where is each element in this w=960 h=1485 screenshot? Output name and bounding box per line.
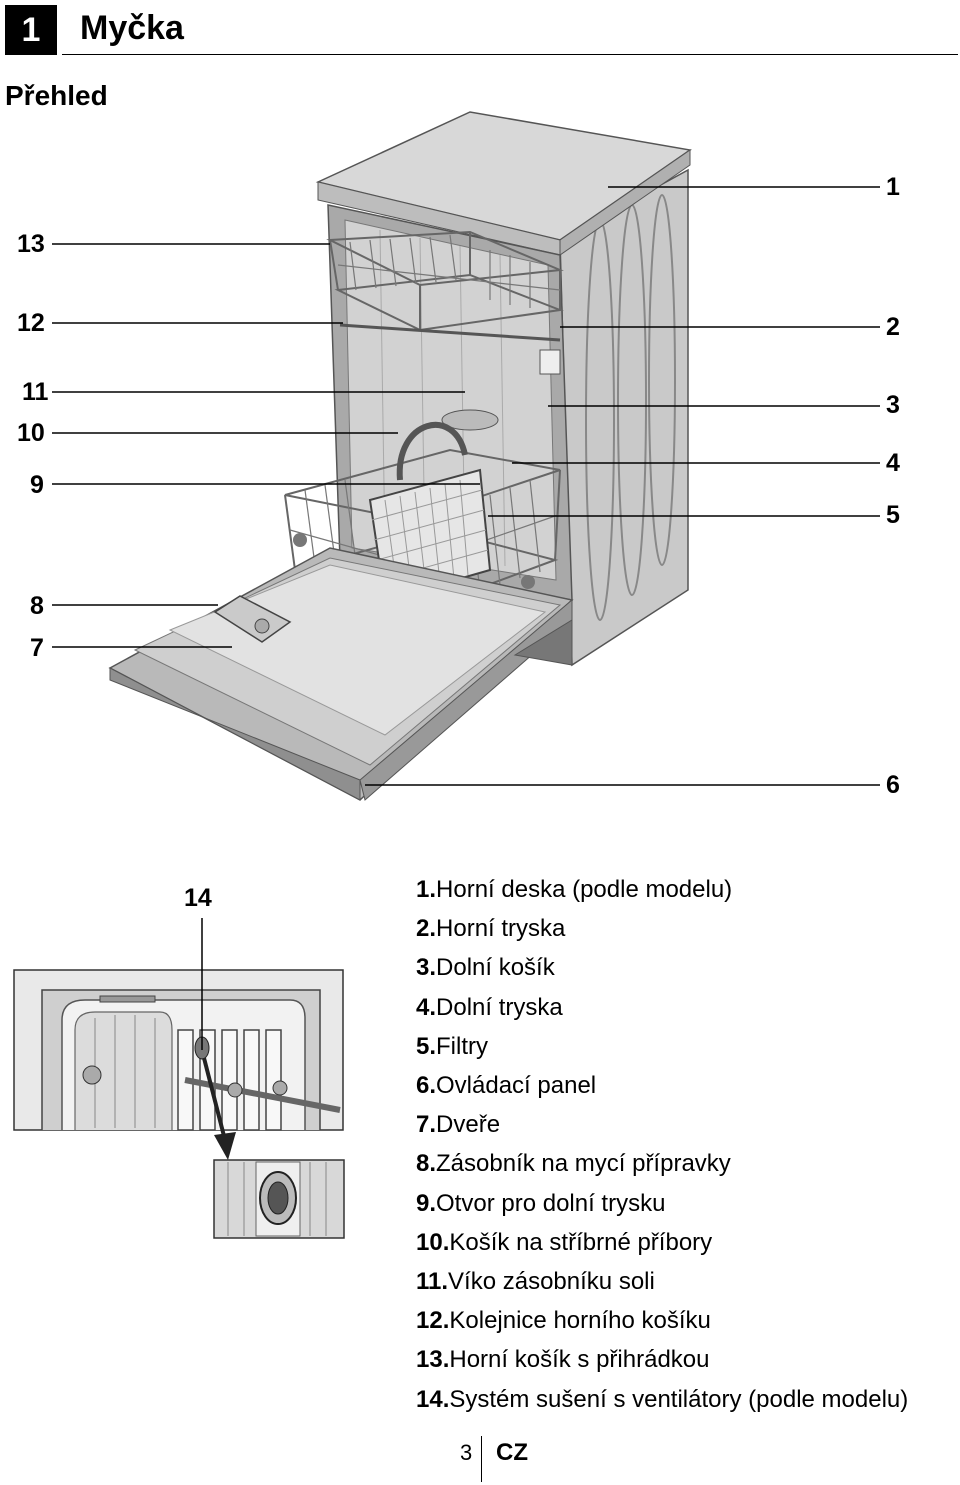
callout-7: 7 [30, 634, 44, 662]
legend-item: 10.Košík na stříbrné příbory [416, 1228, 713, 1256]
callout-11: 11 [22, 378, 49, 406]
legend-item: 7.Dveře [416, 1111, 501, 1139]
section-title: Myčka [80, 9, 184, 47]
header-rule [62, 54, 958, 55]
callout-10: 10 [17, 419, 45, 447]
language-code: CZ [496, 1439, 528, 1466]
page-number: 3 [460, 1440, 473, 1465]
callout-6: 6 [886, 771, 900, 799]
legend-item: 13.Horní košík s přihrádkou [416, 1346, 710, 1374]
legend-item: 1.Horní deska (podle modelu) [416, 876, 733, 903]
legend-item: 8.Zásobník na mycí přípravky [416, 1150, 731, 1178]
legend-item: 5.Filtry [416, 1032, 488, 1060]
page-subtitle: Přehled [5, 80, 108, 111]
legend-item: 12.Kolejnice horního košíku [416, 1307, 711, 1335]
legend-item: 11.Víko zásobníku soli [416, 1268, 655, 1296]
legend-item: 2.Horní tryska [416, 915, 566, 943]
parts-legend: 1.Horní deska (podle modelu) 2.Horní try… [416, 870, 908, 1419]
callout-12: 12 [17, 309, 45, 337]
callout-1: 1 [886, 173, 900, 201]
legend-item: 14.Systém sušení s ventilátory (podle mo… [416, 1385, 909, 1413]
callout-lines [52, 186, 880, 786]
callout-4: 4 [886, 449, 900, 477]
section-number: 1 [5, 5, 57, 55]
footer-divider [481, 1436, 482, 1482]
dishwasher-illustration [108, 111, 692, 801]
legend-item: 9.Otvor pro dolní trysku [416, 1189, 666, 1217]
legend-item: 3.Dolní košík [416, 954, 555, 982]
legend-item: 4.Dolní tryska [416, 993, 563, 1021]
legend-item: 6.Ovládací panel [416, 1072, 597, 1100]
callout-2: 2 [886, 313, 900, 341]
callout-3: 3 [886, 391, 900, 419]
callout-14: 14 [184, 884, 212, 912]
callout-5: 5 [886, 501, 900, 529]
callout-9: 9 [30, 471, 44, 499]
callout-13: 13 [17, 230, 45, 258]
callout-8: 8 [30, 592, 44, 620]
